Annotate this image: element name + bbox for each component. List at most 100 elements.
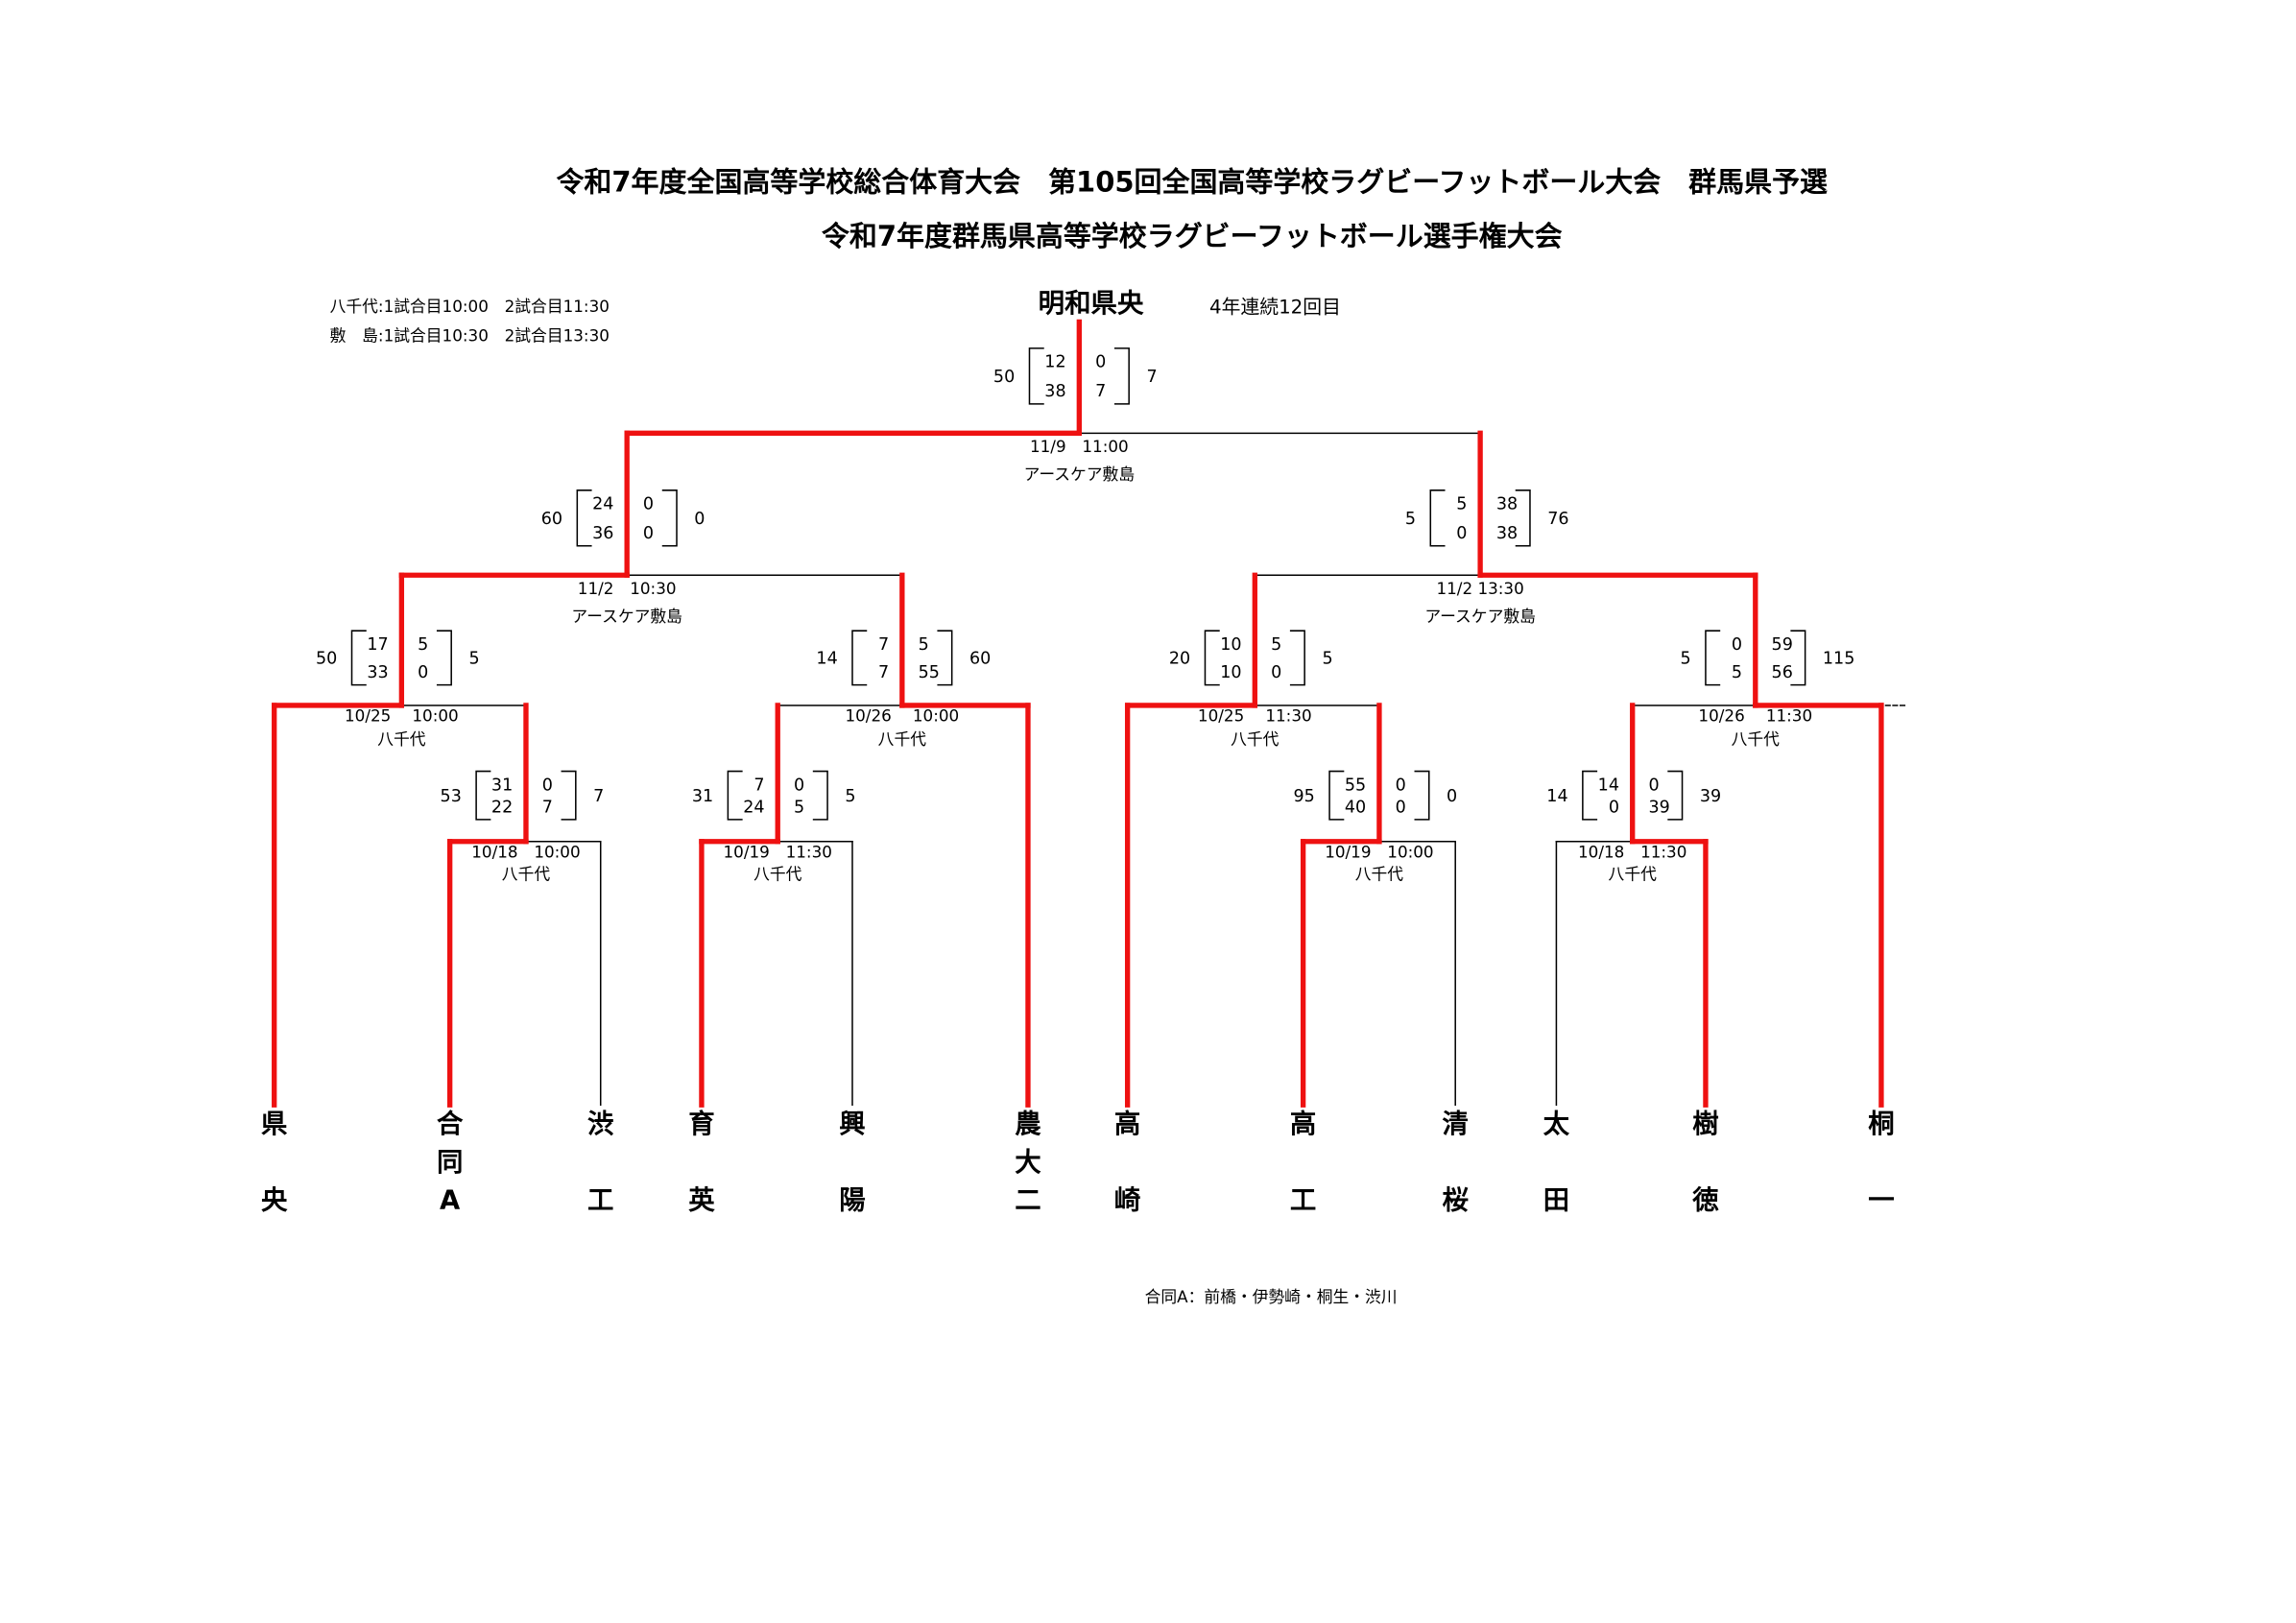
team-name-char: 桐 [1868,1110,1894,1139]
left-total-score: 50 [993,368,1015,387]
right-halves-bracket [661,489,678,547]
team-name-char: A [440,1185,461,1215]
match-venue: アースケア敷島 [571,607,682,626]
left-total-score: 31 [692,787,713,806]
left-total-score: 50 [316,649,337,668]
left-halves-bracket [727,770,743,821]
team-name-char: 合 [437,1109,464,1139]
left-first-half-score: 24 [592,495,613,514]
left-total-score: 5 [1681,649,1691,668]
team-name-char: 田 [1543,1185,1569,1215]
right-second-half-score: 38 [1496,524,1518,543]
left-first-half-score: 17 [367,635,388,655]
right-total-score: 76 [1547,510,1568,529]
left-first-half-score: 7 [878,635,889,655]
team-name-char: 渋 [587,1110,614,1139]
schedule-note-yachiyo: 八千代:1試合目10:00 2試合目11:30 [330,297,610,316]
left-first-half-score: 55 [1345,776,1366,795]
right-first-half-score: 0 [643,495,654,514]
right-first-half-score: 0 [794,776,804,795]
team-name-char: 高 [1114,1109,1140,1139]
right-total-score: 5 [845,787,855,806]
match-date-time: 10/18 10:00 [471,843,580,862]
right-second-half-score: 0 [1271,663,1281,682]
match-venue: アースケア敷島 [1424,607,1536,626]
left-second-half-score: 0 [1609,798,1619,817]
right-halves-bracket [1790,630,1806,686]
right-total-score: 5 [1322,649,1332,668]
right-second-half-score: 5 [794,798,804,817]
right-halves-bracket [561,770,577,821]
right-first-half-score: 5 [919,635,929,655]
match-venue: 八千代 [1609,864,1658,883]
match-venue: 八千代 [1355,864,1404,883]
team-name-char: 工 [587,1185,613,1215]
right-first-half-score: 5 [1271,635,1281,655]
team-name-char: 農 [1015,1110,1041,1139]
match-venue: 八千代 [1231,729,1280,749]
team-name-char: 桜 [1442,1185,1468,1215]
right-halves-bracket [937,630,953,686]
left-first-half-score: 10 [1220,635,1241,655]
left-total-score: 53 [441,787,462,806]
team-name-char: 陽 [839,1185,865,1215]
match-venue: 八千代 [753,864,802,883]
match-date-time: 10/18 11:30 [1578,843,1686,862]
match-venue: 八千代 [1732,729,1781,749]
match-date-time: 10/25 10:00 [345,706,459,726]
team-name-char: 一 [1868,1185,1894,1215]
schedule-note-shikishima: 敷 島:1試合目10:30 2試合目13:30 [330,325,610,345]
left-second-half-score: 33 [367,663,388,682]
left-halves-bracket [1328,770,1345,821]
right-halves-bracket [1667,770,1684,821]
match-venue: 八千代 [878,729,927,749]
right-total-score: 0 [1447,787,1457,806]
champion-note: 4年連続12回目 [1209,296,1341,318]
right-second-half-score: 7 [1095,382,1106,401]
match-date-time: 10/26 10:00 [845,706,959,726]
match-date-time: 10/26 11:30 [1698,706,1812,726]
left-halves-bracket [1429,489,1446,547]
team-name-char: 高 [1290,1109,1316,1139]
left-halves-bracket [1582,770,1598,821]
title-line-1: 令和7年度全国高等学校総合体育大会 第105回全国高等学校ラグビーフットボール大… [556,166,1828,199]
right-first-half-score: 0 [542,776,553,795]
team-name-char: 徳 [1691,1185,1719,1215]
match-venue: 八千代 [377,729,426,749]
right-first-half-score: 38 [1496,495,1518,514]
title-line-2: 令和7年度群馬県高等学校ラグビーフットボール選手権大会 [822,220,1563,252]
footer-note: 合同A：前橋・伊勢崎・桐生・渋川 [1145,1287,1398,1306]
right-total-score: 60 [969,649,991,668]
right-first-half-score: 0 [1396,776,1406,795]
left-first-half-score: 14 [1598,776,1619,795]
right-halves-bracket [1414,770,1430,821]
left-halves-bracket [1705,630,1721,686]
team-name-char: 崎 [1114,1185,1140,1215]
left-total-score: 20 [1169,649,1190,668]
right-first-half-score: 0 [1095,353,1106,372]
champion-name: 明和県央 [1039,289,1144,319]
team-name-char: 育 [688,1109,714,1139]
right-halves-bracket [1289,630,1305,686]
left-second-half-score: 40 [1345,798,1366,817]
team-name-char: 二 [1015,1185,1040,1215]
right-second-half-score: 39 [1648,798,1669,817]
team-name-char: 県 [261,1110,288,1139]
right-second-half-score: 0 [418,663,428,682]
right-halves-bracket [436,630,452,686]
right-second-half-score: 56 [1772,663,1793,682]
right-second-half-score: 0 [1396,798,1406,817]
left-halves-bracket [576,489,592,547]
right-halves-bracket [1113,347,1130,405]
match-date-time: 10/25 11:30 [1198,706,1312,726]
right-total-score: 7 [1146,368,1157,387]
match-venue: アースケア敷島 [1024,465,1136,484]
left-second-half-score: 24 [743,798,764,817]
left-first-half-score: 31 [491,776,513,795]
right-halves-bracket [1515,489,1531,547]
left-second-half-score: 5 [1732,663,1742,682]
left-first-half-score: 0 [1732,635,1742,655]
match-date-time: 11/2 10:30 [578,579,677,598]
right-total-score: 115 [1823,649,1854,668]
right-total-score: 0 [694,510,705,529]
